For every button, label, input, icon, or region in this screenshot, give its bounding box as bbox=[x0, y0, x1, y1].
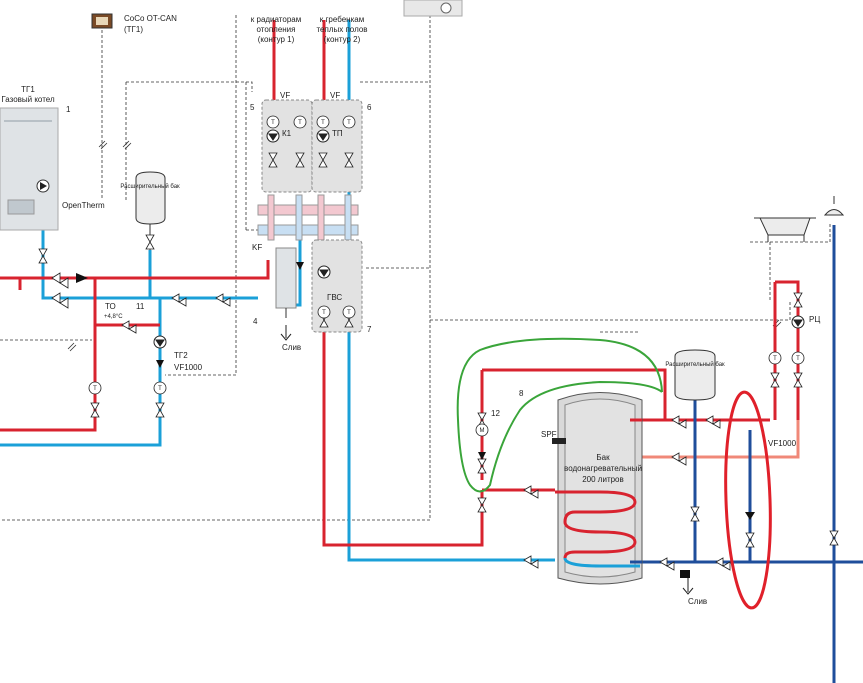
pumps bbox=[153, 129, 805, 349]
module-number-5: 5 bbox=[250, 103, 255, 112]
num12-label: 12 bbox=[491, 409, 500, 418]
expansion-tank-1: Расширительный бак bbox=[120, 171, 180, 250]
hydraulic-separator bbox=[275, 247, 297, 318]
water-heater-tank: SPF Бак водонагревательный 200 литров bbox=[541, 392, 643, 585]
openterm-label: OpenTherm bbox=[62, 201, 105, 210]
drain-label-1: Слив bbox=[282, 343, 301, 352]
floors-label-3: (контур 2) bbox=[324, 35, 361, 44]
radiators-label-3: (контур 1) bbox=[258, 35, 295, 44]
to-temp-label: +4,8°С bbox=[104, 314, 123, 320]
expansion-tank-2-label: Расширительный бак bbox=[665, 361, 725, 368]
vf1000-label-a: VF1000 bbox=[174, 363, 203, 372]
vf-label-b: VF bbox=[330, 91, 340, 100]
kf-label: KF bbox=[252, 243, 262, 252]
coco-controller: CoCo OT-CAN (ТГ1) bbox=[91, 13, 177, 34]
shower-head bbox=[823, 196, 845, 216]
num11-label: 11 bbox=[136, 302, 145, 311]
radiators-label-2: отопления bbox=[257, 25, 296, 34]
tp-label: ТП bbox=[332, 129, 343, 138]
red-annotation-ellipse bbox=[724, 390, 772, 610]
spf-label: SPF bbox=[541, 430, 557, 439]
pump-module-gvs: ГВС 7 bbox=[311, 239, 372, 334]
drains bbox=[280, 325, 694, 595]
radiators-label-1: к радиаторам bbox=[251, 15, 301, 24]
tg1-label: ТГ1 bbox=[21, 85, 35, 94]
top-controller bbox=[403, 0, 463, 17]
green-annotation-loop bbox=[456, 337, 663, 493]
thermometer-label: T bbox=[271, 120, 275, 126]
coco-label: CoCo OT-CAN bbox=[124, 14, 177, 23]
thermometer-label: T bbox=[347, 120, 351, 126]
module-number-7: 7 bbox=[367, 325, 372, 334]
tank-label-2: водонагревательный bbox=[564, 464, 642, 473]
floors-label-2: теплых полов bbox=[316, 25, 367, 34]
thermometer-label: T bbox=[773, 356, 777, 362]
thermometers: T T T T T T T T T T M bbox=[88, 115, 805, 437]
expansion-tank-1-label: Расширительный бак bbox=[120, 183, 180, 190]
gvs-label: ГВС bbox=[327, 293, 342, 302]
thermometer-label: T bbox=[298, 120, 302, 126]
coco-sub-label: (ТГ1) bbox=[124, 25, 143, 34]
thermometer-label: T bbox=[322, 310, 326, 316]
hot-pipes bbox=[0, 20, 800, 547]
expansion-tank-2: Расширительный бак bbox=[665, 349, 725, 401]
sink-fixture bbox=[754, 217, 816, 242]
thermometer-label: T bbox=[158, 386, 162, 392]
separator-number: 4 bbox=[253, 317, 258, 326]
vf1000-label-b: VF1000 bbox=[768, 439, 797, 448]
return-pipes bbox=[640, 225, 863, 683]
tank-label-3: 200 литров bbox=[582, 475, 624, 484]
vf-label-a: VF bbox=[280, 91, 290, 100]
thermometer-label: T bbox=[796, 356, 800, 362]
valves bbox=[38, 152, 839, 571]
pump-module-k1: К1 5 bbox=[250, 99, 313, 193]
manifold bbox=[257, 194, 359, 241]
mixer-label: M bbox=[480, 428, 485, 434]
num8-label: 8 bbox=[519, 389, 524, 398]
cable-marks bbox=[67, 140, 782, 352]
control-lines bbox=[0, 15, 831, 521]
warm-pipe bbox=[640, 420, 800, 459]
module-number-6: 6 bbox=[367, 103, 372, 112]
check-valves bbox=[76, 262, 755, 520]
rc-label: РЦ bbox=[809, 315, 820, 324]
thermometer-label: T bbox=[347, 310, 351, 316]
gas-boiler: ТГ1 Газовый котел 1 OpenTherm bbox=[0, 85, 105, 231]
thermometer-label: T bbox=[93, 386, 97, 392]
drain-valve-block bbox=[680, 570, 690, 578]
gas-boiler-label: Газовый котел bbox=[1, 95, 55, 104]
drain-label-2: Слив bbox=[688, 597, 707, 606]
to-label: ТО bbox=[105, 302, 116, 311]
tank-label-1: Бак bbox=[596, 453, 610, 462]
pump-module-tp: ТП 6 bbox=[311, 99, 372, 193]
boiler-number: 1 bbox=[66, 105, 71, 114]
k1-label: К1 bbox=[282, 129, 292, 138]
floors-label-1: к гребенкам bbox=[320, 15, 364, 24]
thermometer-label: T bbox=[321, 120, 325, 126]
tg2-label: ТГ2 bbox=[174, 351, 188, 360]
outlet-labels: к радиаторам отопления (контур 1) к греб… bbox=[251, 15, 368, 44]
